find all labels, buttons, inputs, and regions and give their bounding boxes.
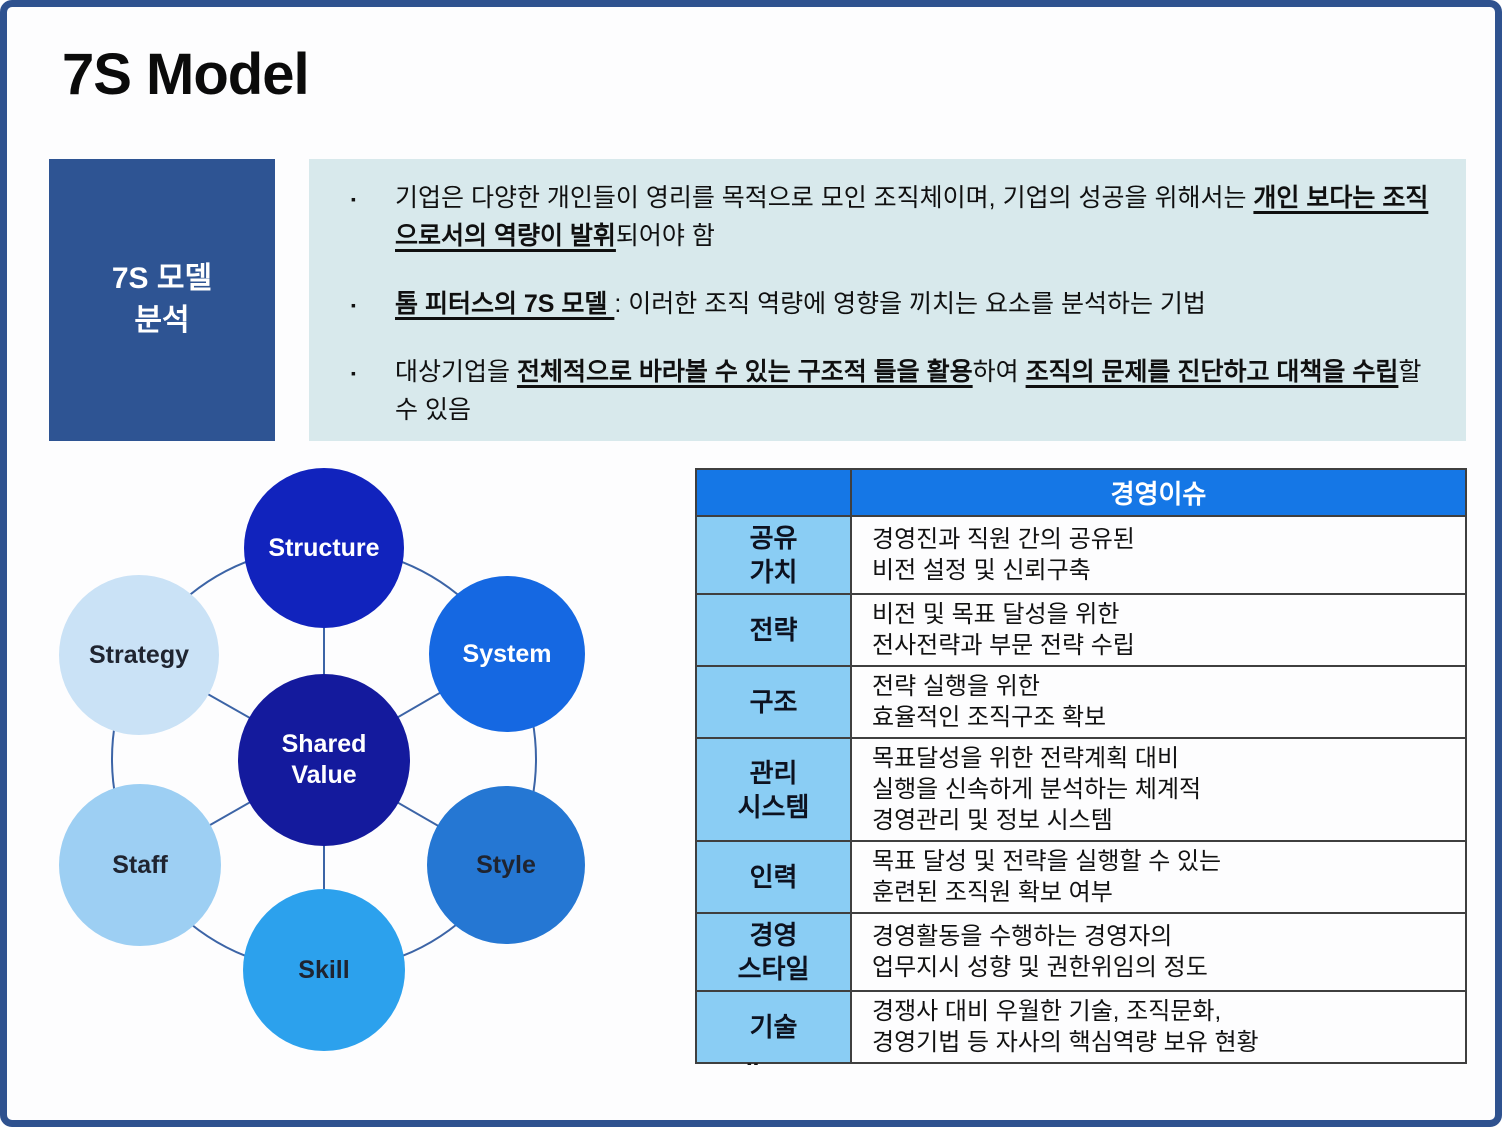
bullet-icon: ▪ xyxy=(351,191,356,207)
row-label-cell: 전략 xyxy=(695,593,852,667)
diagram-node-strategy: Strategy xyxy=(59,575,219,735)
bullet-text: 대상기업을 전체적으로 바라볼 수 있는 구조적 틀을 활용하여 조직의 문제를… xyxy=(395,358,1422,424)
page-title: 7S Model xyxy=(62,42,310,107)
table-header-blank-cell xyxy=(695,468,852,517)
diagram-node-style: Style xyxy=(427,786,585,944)
row-label-cell: 기술 xyxy=(695,990,852,1064)
row-desc-cell: 경쟁사 대비 우월한 기술, 조직문화,경영기법 등 자사의 핵심역량 보유 현… xyxy=(850,990,1467,1064)
diagram-node-label: Staff xyxy=(112,850,168,879)
bullet-icon: ▪ xyxy=(351,297,356,313)
table-header-row: 경영이슈 xyxy=(695,468,1467,517)
bullet-text: 톰 피터스의 7S 모델 : 이러한 조직 역량에 영향을 끼치는 요소를 분석… xyxy=(395,290,1206,318)
diagram-node-label: Style xyxy=(476,850,536,879)
footer-mark: -- xyxy=(747,1055,761,1071)
row-label-cell: 구조 xyxy=(695,665,852,739)
diagram-node-system: System xyxy=(429,576,585,732)
bullets-box: ▪ 기업은 다양한 개인들이 영리를 목적으로 모인 조직체이며, 기업의 성공을… xyxy=(309,159,1466,441)
table-header-title-cell: 경영이슈 xyxy=(850,468,1467,517)
bullet-item: ▪ 톰 피터스의 7S 모델 : 이러한 조직 역량에 영향을 끼치는 요소를 분… xyxy=(351,285,1436,323)
bullet-item: ▪ 기업은 다양한 개인들이 영리를 목적으로 모인 조직체이며, 기업의 성공을… xyxy=(351,179,1436,255)
side-label-line1: 7S 모델 xyxy=(111,262,213,295)
diagram-node-skill: Skill xyxy=(243,889,405,1051)
side-label-line2: 분석 xyxy=(134,304,190,337)
diagram-node-structure: Structure xyxy=(244,468,404,628)
bullet-item: ▪ 대상기업을 전체적으로 바라볼 수 있는 구조적 틀을 활용하여 조직의 문제… xyxy=(351,353,1436,429)
bullet-text: 기업은 다양한 개인들이 영리를 목적으로 모인 조직체이며, 기업의 성공을 … xyxy=(395,184,1429,250)
bullet-icon: ▪ xyxy=(351,365,356,381)
side-label-box: 7S 모델 분석 xyxy=(49,159,275,441)
diagram-node-label: Structure xyxy=(268,533,380,562)
diagram-node-label: System xyxy=(462,639,552,668)
diagram-node-label: Skill xyxy=(298,955,350,984)
row-label-cell: 인력 xyxy=(695,840,852,914)
diagram-node-staff: Staff xyxy=(59,784,221,946)
diagram-node-label: Strategy xyxy=(88,640,190,669)
